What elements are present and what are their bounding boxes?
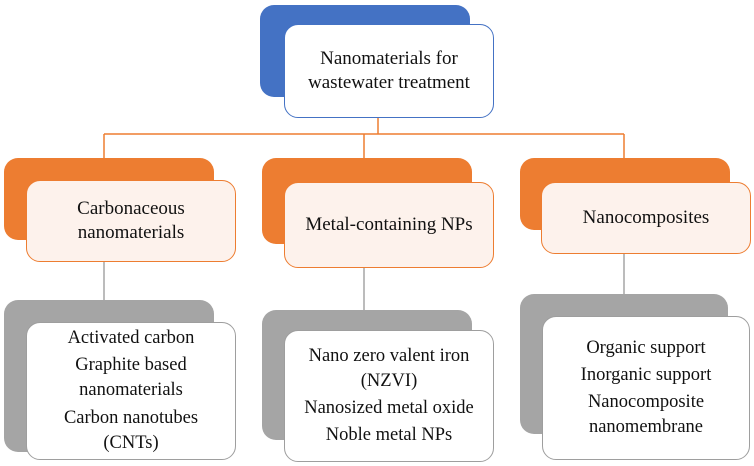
item-list-metal: Nano zero valent iron (NZVI) Nanosized m… <box>284 330 494 462</box>
category-label-line: Nanocomposites <box>582 207 710 229</box>
item-list-carbonaceous: Activated carbon Graphite based nanomate… <box>26 322 236 460</box>
root-label-line2: wastewater treatment <box>308 72 470 93</box>
list-item: Carbon nanotubes (CNTs) <box>63 407 199 453</box>
category-node-carbonaceous: Carbonaceous nanomaterials <box>26 180 236 262</box>
list-item: Graphite based nanomaterials <box>75 355 187 401</box>
item-list-nanocomposites: Organic support Inorganic support Nanoco… <box>542 316 750 460</box>
category-label-line: Carbonaceous <box>77 198 185 220</box>
list-item: Nano zero valent iron (NZVI) <box>308 345 470 391</box>
category-label-line: nanomaterials <box>77 222 185 243</box>
list-item: Organic support <box>586 337 706 358</box>
list-item: Nanosized metal oxide <box>304 398 474 418</box>
category-node-nanocomposites: Nanocomposites <box>541 182 751 254</box>
category-node-metal: Metal-containing NPs <box>284 182 494 268</box>
list-item: Activated carbon <box>67 328 195 349</box>
list-item: Noble metal NPs <box>325 425 453 446</box>
root-label-line1: Nanomaterials for <box>320 48 458 70</box>
category-label-line: Metal-containing NPs <box>305 214 473 236</box>
list-item: Nanocomposite nanomembrane <box>587 392 705 438</box>
root-node: Nanomaterials for wastewater treatment <box>284 24 494 118</box>
list-item: Inorganic support <box>580 364 712 385</box>
